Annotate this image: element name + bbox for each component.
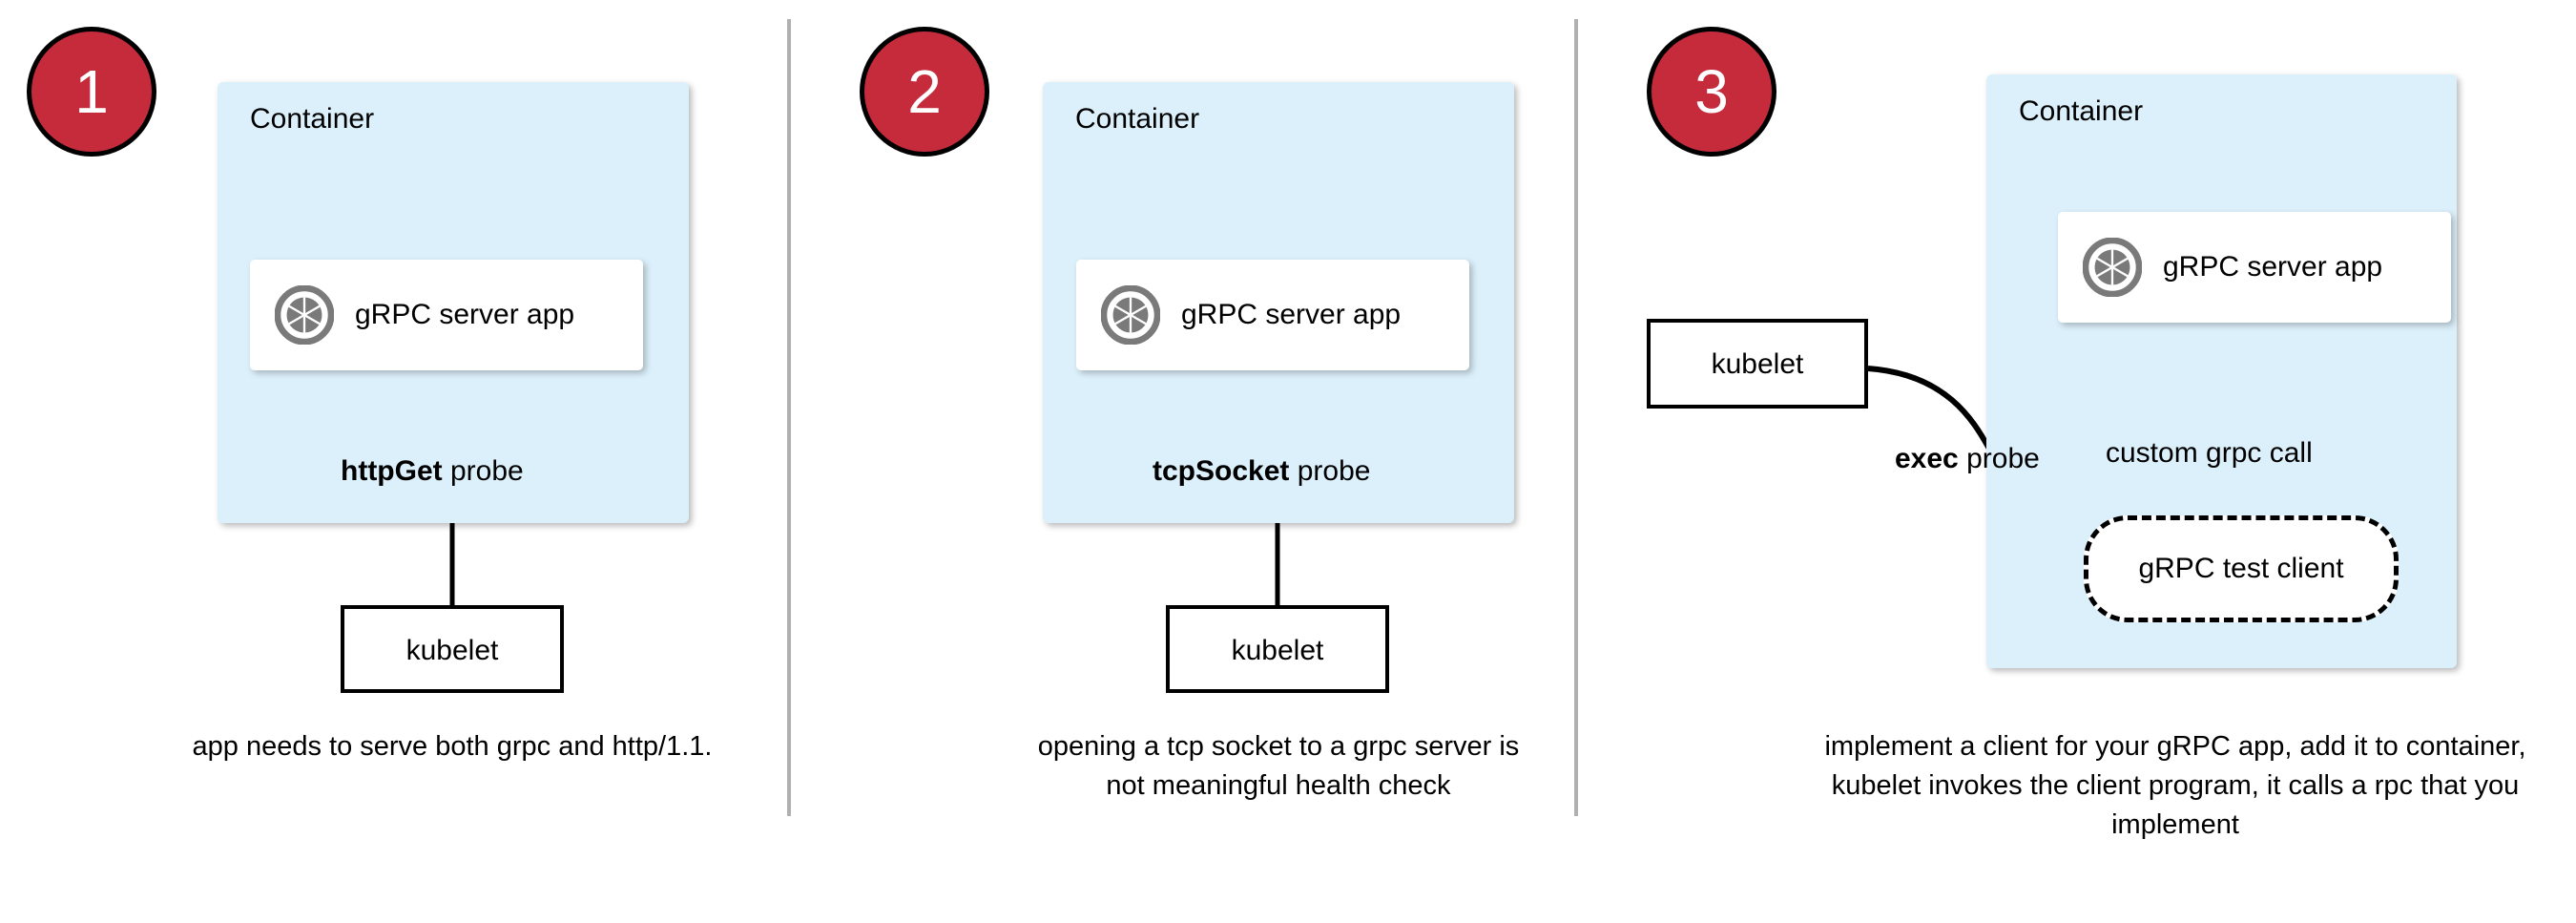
kubelet-box-2: kubelet — [1166, 605, 1389, 693]
container-label-3: Container — [2019, 95, 2144, 127]
panel-divider-2 — [1574, 19, 1578, 816]
step-badge-1: 1 — [27, 27, 156, 157]
container-label-1: Container — [250, 103, 375, 135]
probe-label-2-suffix: probe — [1289, 455, 1371, 487]
grpc-test-client-box: gRPC test client — [2084, 515, 2399, 622]
kubelet-box-1: kubelet — [341, 605, 564, 693]
probe-label-3-kind: exec — [1895, 443, 1959, 474]
grpc-server-app-label-3: gRPC server app — [2163, 251, 2383, 283]
grpc-server-app-label-2: gRPC server app — [1181, 299, 1402, 330]
container-label-2: Container — [1075, 103, 1200, 135]
probe-label-3: exec probe — [1895, 443, 2040, 475]
grpc-server-app-box-2: gRPC server app — [1076, 260, 1469, 370]
arrow-exec-probe — [1867, 366, 1992, 451]
panel-caption-3: implement a client for your gRPC app, ad… — [1824, 731, 2526, 840]
step-badge-3: 3 — [1647, 27, 1776, 157]
grpc-aperture-icon — [1101, 285, 1160, 345]
probe-label-3-suffix: probe — [1958, 443, 2040, 474]
grpc-aperture-icon — [2083, 238, 2142, 297]
step-badge-2: 2 — [860, 27, 989, 157]
probe-label-1: httpGet probe — [341, 455, 524, 488]
kubelet-box-3: kubelet — [1647, 319, 1868, 409]
probe-label-1-suffix: probe — [442, 455, 524, 487]
custom-grpc-call-label: custom grpc call — [2106, 437, 2313, 469]
probe-label-2-kind: tcpSocket — [1153, 455, 1290, 487]
grpc-aperture-icon — [275, 285, 334, 345]
probe-label-1-kind: httpGet — [341, 455, 443, 487]
grpc-server-app-box-1: gRPC server app — [250, 260, 643, 370]
panel-caption-1: app needs to serve both grpc and http/1.… — [192, 731, 713, 762]
panel-divider-1 — [787, 19, 791, 816]
grpc-server-app-label-1: gRPC server app — [355, 299, 575, 330]
probe-label-2: tcpSocket probe — [1153, 455, 1370, 488]
panel-caption-2: opening a tcp socket to a grpc server is… — [1037, 731, 1520, 801]
grpc-server-app-box-3: gRPC server app — [2058, 212, 2451, 323]
